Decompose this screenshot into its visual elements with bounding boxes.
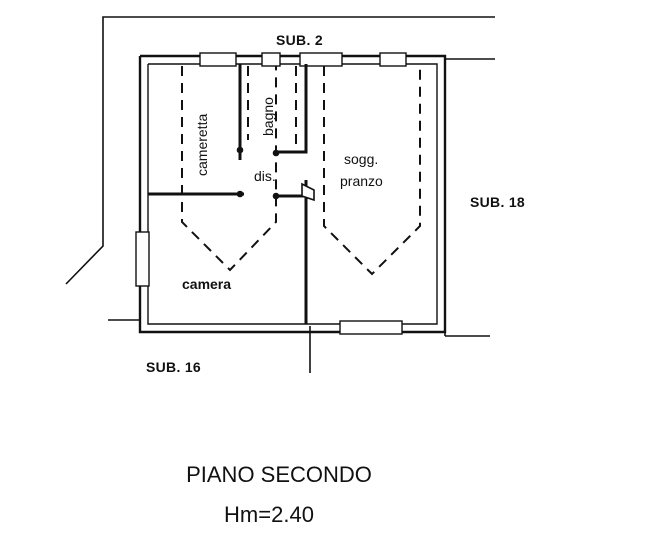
window-top-right	[379, 52, 407, 67]
slope-soggiorno	[323, 66, 421, 276]
window-top-center	[299, 52, 343, 67]
label-room-bagno: bagno	[260, 97, 276, 136]
roof-slope-lines	[181, 66, 421, 276]
windows	[135, 52, 407, 335]
window-bottom	[339, 320, 403, 335]
doors	[236, 146, 315, 202]
label-room-cameretta: cameretta	[194, 114, 210, 176]
label-sub-16: SUB. 16	[146, 359, 201, 375]
slope-cameretta-camera	[181, 66, 277, 272]
interior-walls	[148, 64, 308, 324]
door-sogg-leaf	[301, 182, 315, 202]
window-left	[135, 231, 150, 287]
window-top-left	[199, 52, 237, 67]
door-cameretta-dot	[236, 146, 244, 154]
label-room-sogg: sogg.	[344, 151, 378, 167]
wall-bagno-right	[278, 64, 308, 154]
door-camera-dot	[236, 190, 244, 198]
label-room-pranzo: pranzo	[340, 173, 383, 189]
boundary-top-left	[65, 16, 495, 285]
window-top-middle	[261, 52, 281, 67]
label-sub-18: SUB. 18	[470, 194, 525, 210]
label-room-dis: dis.	[254, 168, 276, 184]
floor-title: PIANO SECONDO	[186, 462, 372, 487]
height-note: Hm=2.40	[224, 502, 314, 527]
label-room-camera: camera	[182, 276, 231, 292]
label-sub-2: SUB. 2	[276, 32, 323, 48]
